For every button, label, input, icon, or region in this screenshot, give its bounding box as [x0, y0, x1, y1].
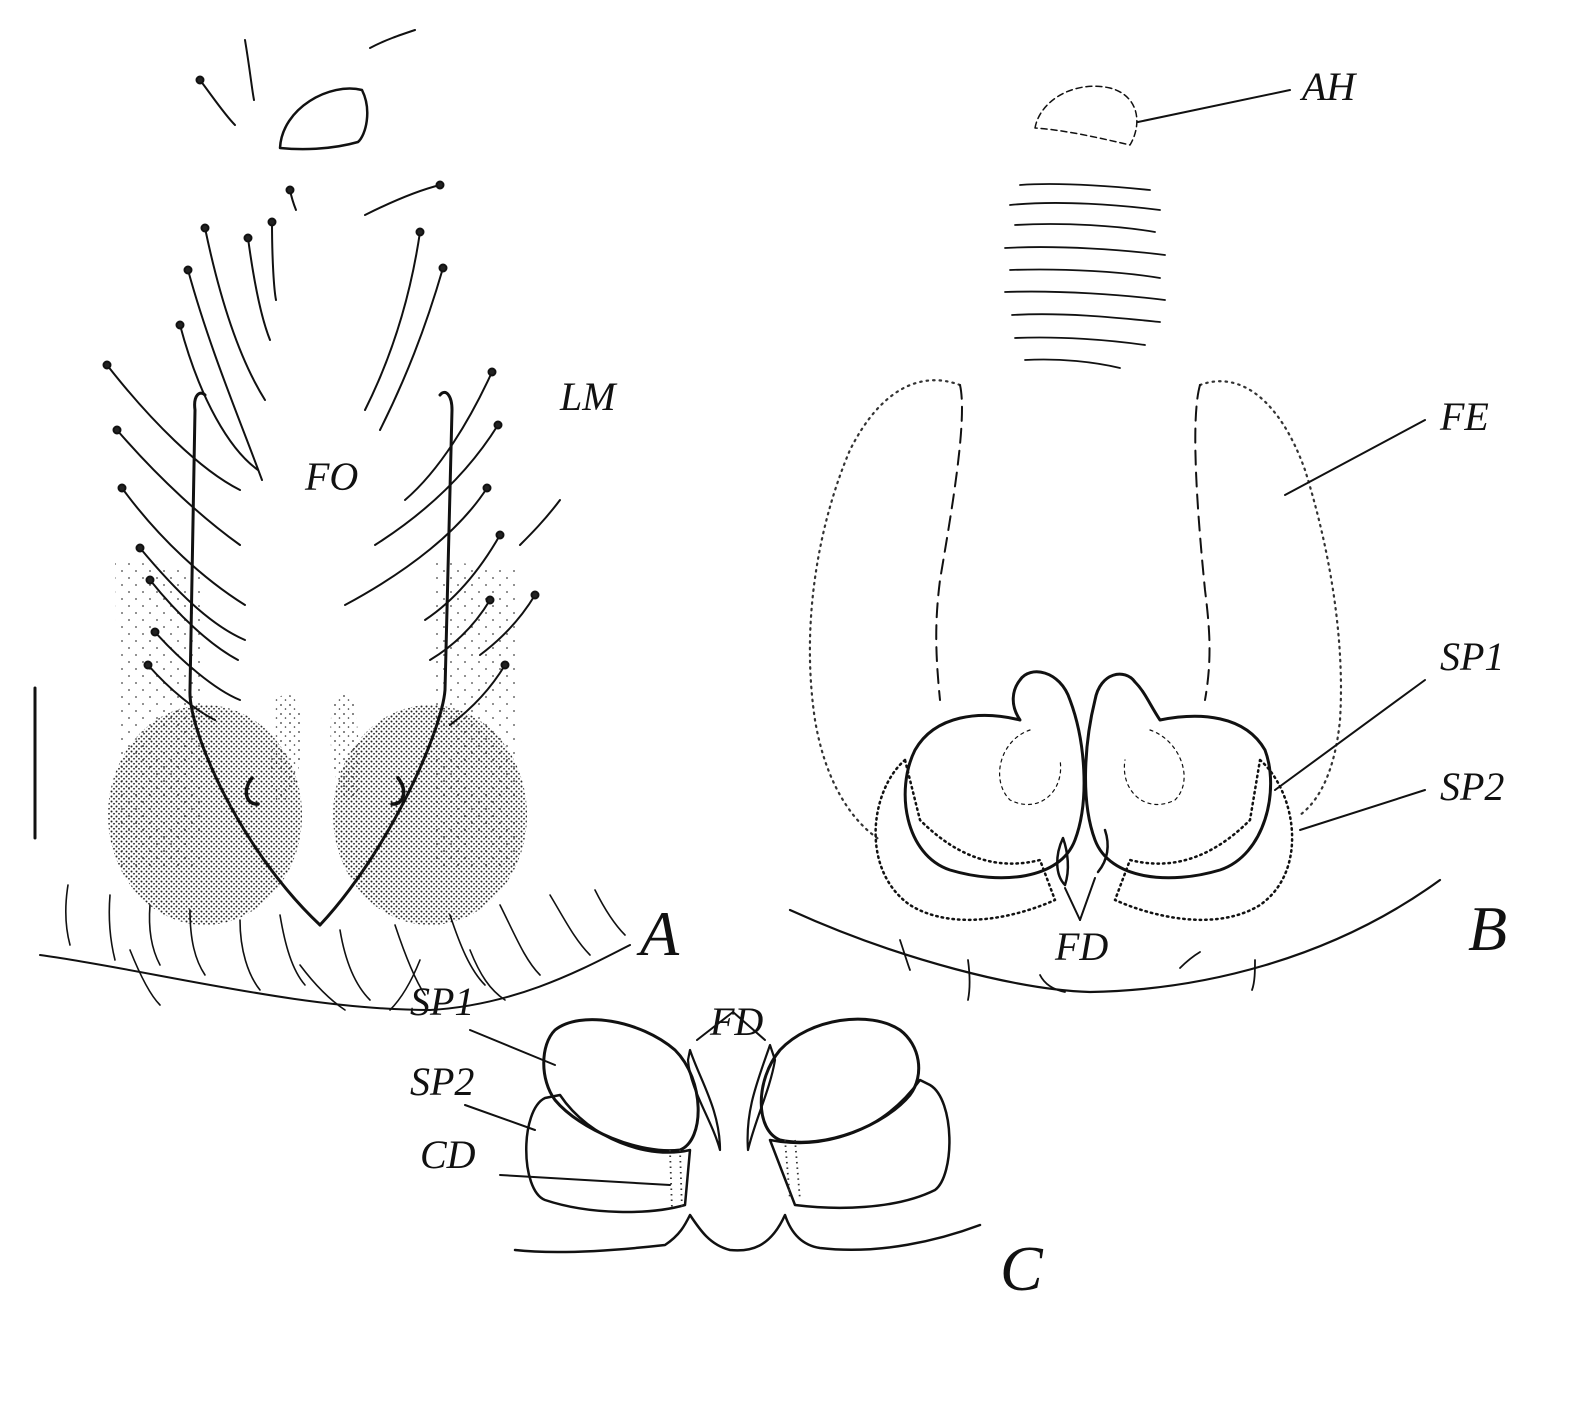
panel-letter-b: B: [1468, 893, 1507, 964]
receptacle-left: [108, 705, 302, 925]
leader-fd-left: [1064, 887, 1081, 921]
opening-left: [244, 776, 260, 806]
c-sp1-right: [759, 1017, 921, 1144]
inner-patch-right: [330, 694, 362, 802]
atrial-hood: [1034, 85, 1138, 146]
c-sp1-left: [542, 1018, 700, 1153]
fd-right: [1096, 828, 1109, 874]
leader-fd-right: [1079, 877, 1096, 921]
lateral-margin-right: [318, 390, 454, 927]
c-fd-right: [746, 1043, 777, 1152]
label-fe: FE: [1439, 394, 1489, 439]
c-fd-left: [686, 1048, 722, 1152]
inner-patch-left: [270, 694, 302, 802]
label-fo: FO: [304, 454, 358, 499]
sp2-left: [874, 758, 1057, 921]
c-cd-right: [784, 1139, 801, 1201]
duct-left: [935, 384, 963, 701]
leader-sp2: [1299, 789, 1426, 831]
panel-a-base: [39, 944, 631, 1011]
label-sp2-c: SP2: [410, 1059, 474, 1104]
c-leader-sp2: [464, 1104, 536, 1131]
c-sp2-left: [525, 1093, 692, 1214]
c-leader-fd-left: [696, 1011, 734, 1041]
c-leader-fd-right: [732, 1011, 766, 1041]
fd-left: [1056, 836, 1070, 887]
panel-letter-a: A: [636, 898, 680, 969]
panel-a-drawing: [33, 29, 631, 1011]
opening-right: [390, 776, 406, 806]
panel-b-furrow: [788, 878, 1442, 994]
label-cd-c: CD: [420, 1132, 476, 1177]
lobe-left-outline: [808, 379, 962, 842]
label-ah: AH: [1299, 64, 1357, 109]
label-sp2-b: SP2: [1440, 764, 1504, 809]
sp2-right: [1113, 758, 1294, 921]
duct-right: [1194, 384, 1211, 701]
panel-b-drawing: [788, 85, 1442, 1001]
label-lm: LM: [559, 374, 618, 419]
sp1-left: [903, 670, 1086, 880]
lobe-right-outline: [1198, 380, 1343, 817]
c-cd-left: [669, 1149, 683, 1211]
receptacle-right: [333, 705, 527, 925]
c-leader-sp1: [469, 1029, 556, 1066]
leader-sp1: [1274, 679, 1426, 791]
panel-c-drawing: [464, 1011, 982, 1254]
leader-ah: [1137, 89, 1291, 123]
label-sp1-b: SP1: [1440, 634, 1504, 679]
c-sp2-right: [768, 1078, 951, 1210]
lateral-margin-left: [188, 391, 322, 927]
sp1-right: [1084, 672, 1273, 880]
label-fd-b: FD: [1054, 924, 1108, 969]
c-leader-cd: [499, 1174, 671, 1186]
label-fd-c: FD: [709, 999, 763, 1044]
panel-letter-c: C: [1000, 1233, 1044, 1304]
panel-c-furrow: [513, 1213, 982, 1254]
label-sp1-c: SP1: [410, 979, 474, 1024]
leader-fe: [1284, 419, 1426, 496]
anterior-sclerite: [278, 87, 369, 151]
